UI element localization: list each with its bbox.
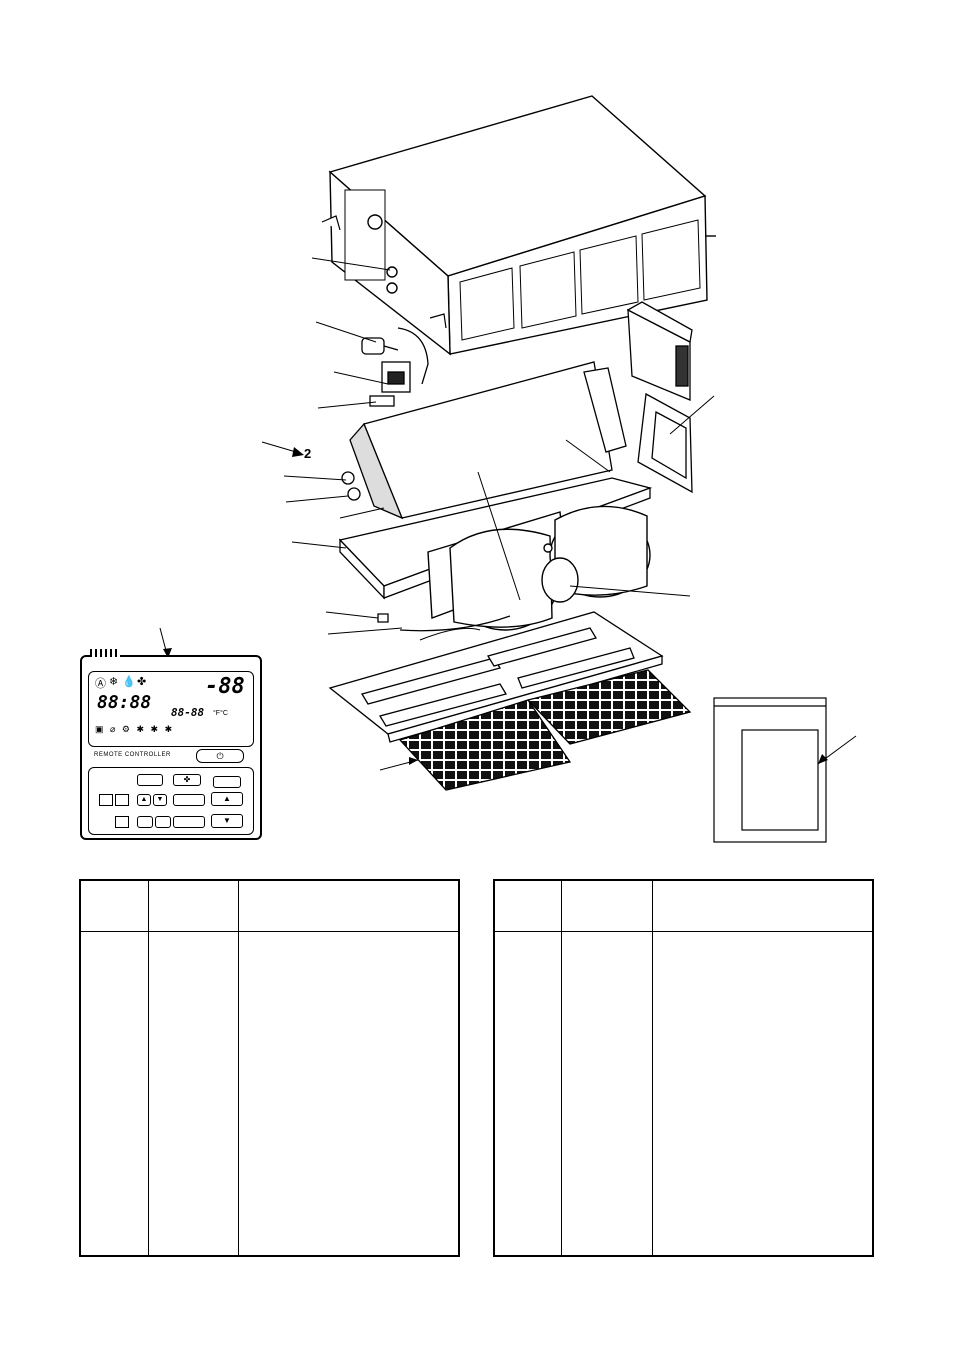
lcd-range: 88-88	[171, 706, 205, 719]
lcd-units: °F°C	[213, 710, 228, 717]
remote-controller: Ⓐ ❄ 💧 ✤ 88:88 88-88 -88 °F°C ▣ ⌀ ⚙ ✱ ✱ ✱…	[80, 649, 262, 840]
table-header-divider	[81, 931, 458, 932]
mode-auto-icon: Ⓐ	[95, 678, 106, 690]
temp-up-button[interactable]: ▲	[211, 792, 243, 806]
clear-button[interactable]	[173, 816, 205, 828]
fan-speed-button[interactable]: ✤	[173, 774, 201, 786]
cabinet	[321, 95, 716, 356]
louver-button[interactable]	[173, 794, 205, 806]
power-icon: ⏻	[216, 751, 224, 761]
table-header-divider	[495, 931, 872, 932]
lcd-time: 88:88	[97, 692, 152, 713]
snowflake-icon: ❄	[109, 676, 119, 688]
electrical-box	[626, 301, 693, 401]
mode-button[interactable]	[213, 776, 241, 788]
time-down-button[interactable]: ▼	[153, 794, 167, 806]
table-column-divider	[238, 881, 239, 1255]
fan-icon: ✤	[137, 676, 147, 688]
temp-down-button[interactable]: ▼	[211, 814, 243, 828]
blower-assembly	[427, 505, 651, 631]
test-button[interactable]	[115, 794, 129, 806]
small-parts	[377, 613, 511, 632]
grid-button[interactable]	[115, 816, 129, 828]
power-button[interactable]: ⏻	[196, 749, 244, 763]
manual-booklet	[713, 697, 827, 843]
filter-reset-button[interactable]	[99, 794, 113, 806]
lcd-panel: Ⓐ ❄ 💧 ✤ 88:88 88-88 -88 °F°C ▣ ⌀ ⚙ ✱ ✱ ✱	[88, 671, 254, 747]
lcd-indicator-row: ▣ ⌀ ⚙ ✱ ✱ ✱	[95, 724, 175, 734]
check-button[interactable]	[137, 816, 153, 828]
cover-plate	[637, 392, 693, 494]
table-column-divider	[652, 881, 653, 1255]
valve-assembly	[361, 327, 429, 407]
parts-table-left	[79, 879, 460, 1257]
button-area: ✤ ▲ ▼ ▲ ▼	[88, 767, 254, 835]
air-filters	[398, 669, 692, 791]
remote-antenna	[90, 649, 120, 657]
timer-button[interactable]	[137, 774, 163, 786]
coil	[341, 361, 627, 520]
down-arrow-icon: ▼	[223, 816, 231, 825]
table-column-divider	[561, 881, 562, 1255]
up-arrow-icon: ▲	[223, 794, 231, 803]
time-up-button[interactable]: ▲	[137, 794, 151, 806]
set-button[interactable]	[155, 816, 171, 828]
leader-arrowheads	[163, 447, 828, 765]
front-panel	[328, 611, 664, 743]
table-column-divider	[148, 881, 149, 1255]
callout-2: 2	[304, 446, 311, 461]
panel-label: REMOTE CONTROLLER	[94, 752, 171, 758]
lcd-temp: -88	[205, 674, 245, 699]
parts-table-right	[493, 879, 874, 1257]
drop-icon: 💧	[122, 676, 136, 688]
